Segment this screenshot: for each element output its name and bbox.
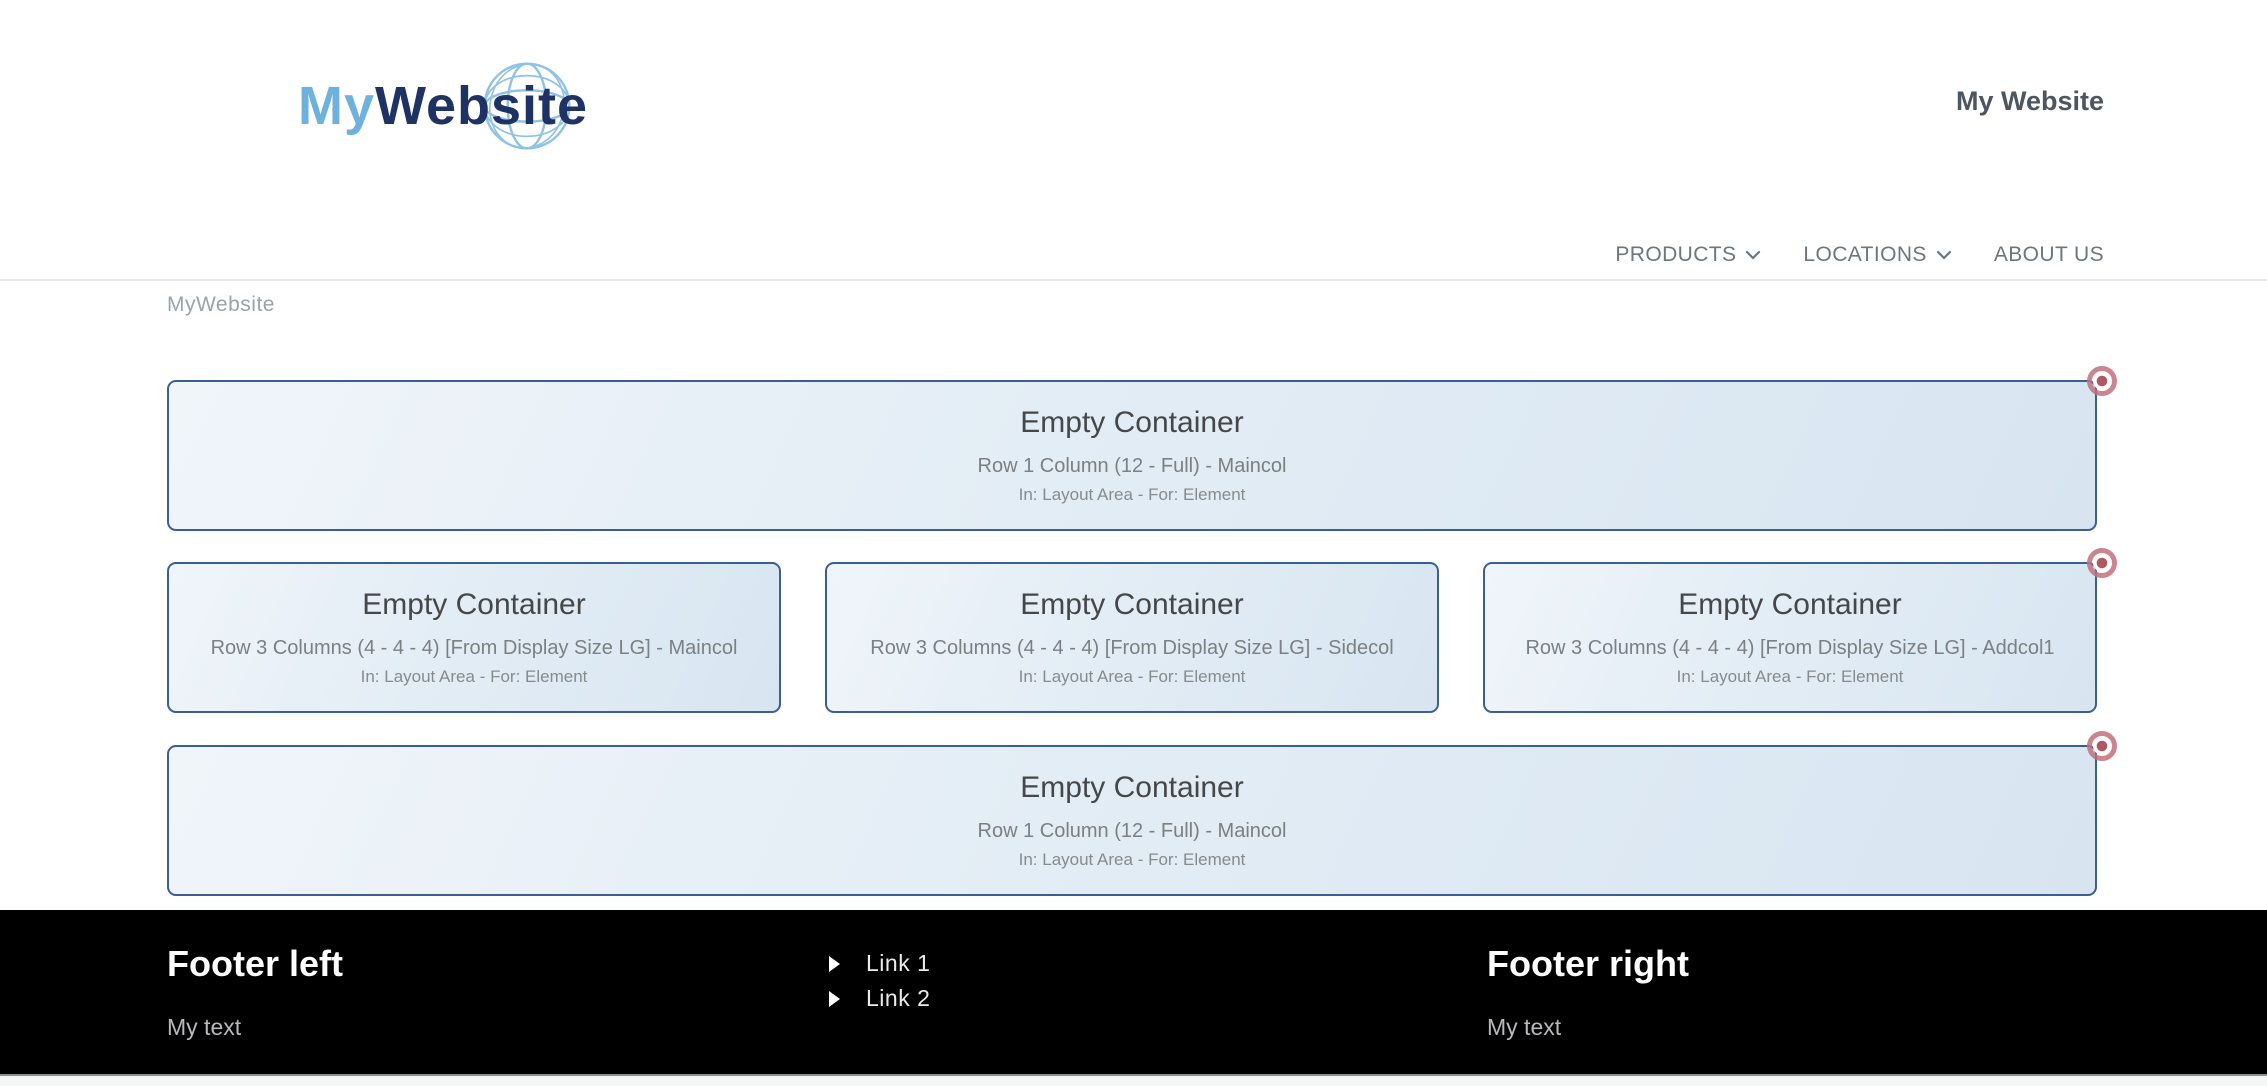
footer-left-column: Footer left My text	[167, 943, 343, 1041]
footer-left-heading: Footer left	[167, 943, 343, 984]
layout-row-2: Empty Container Row 3 Columns (4 - 4 - 4…	[167, 548, 2117, 713]
footer-link-label: Link 1	[866, 950, 931, 976]
chevron-down-icon	[1936, 250, 1951, 260]
chevron-down-icon	[1746, 250, 1761, 260]
footer-link-1[interactable]: Link 1	[829, 946, 930, 981]
placeholder-context: In: Layout Area - For: Element	[1018, 667, 1246, 686]
target-icon[interactable]	[2085, 729, 2119, 763]
footer-right-heading: Footer right	[1487, 943, 1689, 984]
nav-item-label: ABOUT US	[1993, 243, 2104, 266]
empty-container-addcol1[interactable]: Empty Container Row 3 Columns (4 - 4 - 4…	[1483, 562, 2097, 713]
placeholder-subtitle: Row 1 Column (12 - Full) - Maincol	[977, 455, 1287, 477]
logo-text-part2: Website	[375, 76, 589, 136]
target-icon[interactable]	[2085, 364, 2119, 398]
layout-row-3: Empty Container Row 1 Column (12 - Full)…	[167, 731, 2117, 896]
main-nav: PRODUCTS LOCATIONS ABOUT US	[1615, 243, 2104, 267]
triangle-bullet-icon	[829, 955, 840, 972]
empty-container-maincol[interactable]: Empty Container Row 3 Columns (4 - 4 - 4…	[167, 562, 781, 713]
site-header: MyWebsite My Website PRODUCTS LOCATIONS …	[0, 0, 2267, 281]
empty-container-row1[interactable]: Empty Container Row 1 Column (12 - Full)…	[167, 380, 2097, 531]
target-icon[interactable]	[2085, 546, 2119, 580]
placeholder-subtitle: Row 1 Column (12 - Full) - Maincol	[977, 820, 1287, 842]
nav-item-label: LOCATIONS	[1803, 243, 1927, 266]
footer-right-text: My text	[1487, 1014, 1562, 1040]
breadcrumb[interactable]: MyWebsite	[167, 293, 275, 316]
placeholder-context: In: Layout Area - For: Element	[1018, 850, 1246, 869]
placeholder-context: In: Layout Area - For: Element	[1018, 485, 1246, 504]
layout-row-1: Empty Container Row 1 Column (12 - Full)…	[167, 366, 2117, 531]
footer-link-label: Link 2	[866, 985, 931, 1011]
triangle-bullet-icon	[829, 990, 840, 1007]
nav-item-about-us[interactable]: ABOUT US	[1994, 243, 2104, 267]
globe-icon	[483, 62, 571, 150]
footer-left-text: My text	[167, 1014, 242, 1040]
site-title: My Website	[1955, 86, 2104, 116]
placeholder-title: Empty Container	[362, 588, 586, 621]
empty-container-sidecol[interactable]: Empty Container Row 3 Columns (4 - 4 - 4…	[825, 562, 1439, 713]
placeholder-context: In: Layout Area - For: Element	[360, 667, 588, 686]
nav-item-locations[interactable]: LOCATIONS	[1803, 243, 1951, 267]
page-bottom-strip	[0, 1074, 2267, 1086]
nav-item-label: PRODUCTS	[1615, 243, 1737, 266]
empty-container-row3[interactable]: Empty Container Row 1 Column (12 - Full)…	[167, 745, 2097, 896]
nav-item-products[interactable]: PRODUCTS	[1615, 243, 1761, 267]
placeholder-title: Empty Container	[1020, 771, 1244, 804]
footer-link-2[interactable]: Link 2	[829, 981, 930, 1016]
logo-text: MyWebsite	[298, 56, 678, 156]
placeholder-subtitle: Row 3 Columns (4 - 4 - 4) [From Display …	[1525, 637, 2055, 659]
footer-right-column: Footer right My text	[1487, 943, 1689, 1041]
placeholder-subtitle: Row 3 Columns (4 - 4 - 4) [From Display …	[870, 637, 1394, 659]
footer-links-column: Link 1 Link 2	[829, 946, 930, 1016]
placeholder-title: Empty Container	[1678, 588, 1902, 621]
placeholder-context: In: Layout Area - For: Element	[1676, 667, 1904, 686]
logo-text-part1: My	[298, 76, 376, 136]
placeholder-title: Empty Container	[1020, 406, 1244, 439]
site-footer: Footer left My text Link 1 Link 2 Footer…	[0, 910, 2267, 1074]
placeholder-subtitle: Row 3 Columns (4 - 4 - 4) [From Display …	[210, 637, 738, 659]
placeholder-title: Empty Container	[1020, 588, 1244, 621]
site-logo[interactable]: MyWebsite	[298, 56, 678, 156]
